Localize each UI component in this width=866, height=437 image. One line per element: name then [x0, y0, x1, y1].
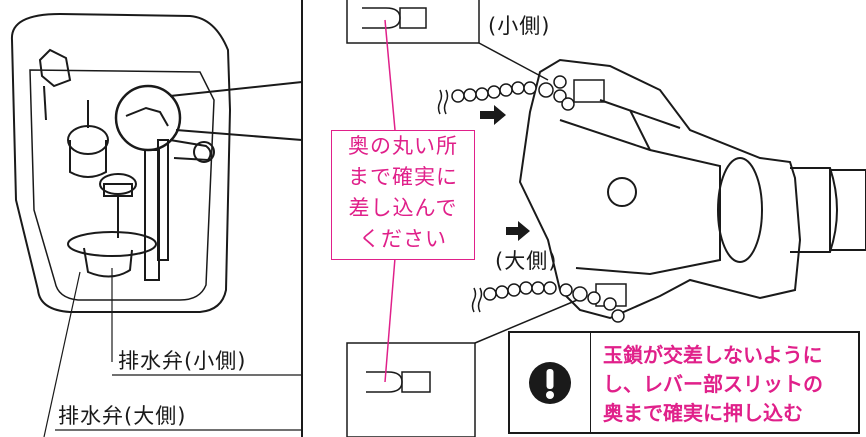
- arrow-icons: [480, 105, 530, 241]
- ball-chain-lower: [483, 281, 625, 323]
- warning-line: 奥まで確実に押し込む: [603, 401, 803, 425]
- large-side-label: (大側): [495, 249, 558, 273]
- warning-line: 玉鎖が交差しないように: [603, 343, 823, 367]
- insertion-callout: 奥の丸い所 まで確実に 差し込んで ください: [331, 130, 475, 260]
- exclamation-icon: [529, 361, 571, 404]
- ball-chain-upper: [451, 75, 575, 111]
- warning-icon-cell: [510, 333, 591, 432]
- warning-box: 玉鎖が交差しないように し、レバー部スリットの 奥まで確実に押し込む: [508, 331, 860, 434]
- inset-bottom-illustration: [346, 297, 583, 437]
- drain-valve-small-label: 排水弁(小側): [118, 349, 247, 373]
- warning-line: し、レバー部スリットの: [603, 372, 823, 396]
- lever-part-illustration: [518, 58, 866, 320]
- inset-top-illustration: [346, 0, 549, 81]
- motion-marks: [437, 89, 483, 313]
- drain-valve-large-label: 排水弁(大側): [58, 404, 187, 428]
- callout-leaders: [384, 19, 396, 383]
- callout-line: まで確実に: [348, 165, 458, 189]
- warning-text: 玉鎖が交差しないように し、レバー部スリットの 奥まで確実に押し込む: [591, 333, 858, 432]
- callout-line: 差し込んで: [348, 196, 458, 220]
- toilet-tank-illustration: [10, 12, 303, 437]
- callout-line: 奥の丸い所: [348, 134, 458, 158]
- callout-line: ください: [359, 227, 447, 251]
- small-side-label-top: (小側): [488, 14, 551, 38]
